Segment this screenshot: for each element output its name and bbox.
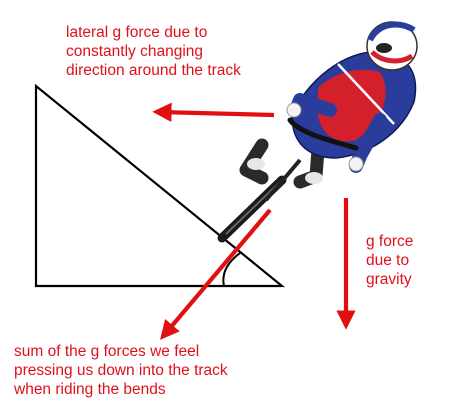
bank-angle-arc xyxy=(222,252,241,287)
lateral-force-arrow xyxy=(152,102,275,122)
cyclist-illustration xyxy=(217,21,418,243)
bank-triangle xyxy=(34,83,286,288)
resultant-force-label: sum of the g forces we feel pressing us … xyxy=(14,343,228,398)
resultant-force-arrow xyxy=(160,208,272,340)
gravity-force-label: g force due to gravity xyxy=(366,233,414,288)
lateral-force-label: lateral g force due to constantly changi… xyxy=(66,24,241,79)
